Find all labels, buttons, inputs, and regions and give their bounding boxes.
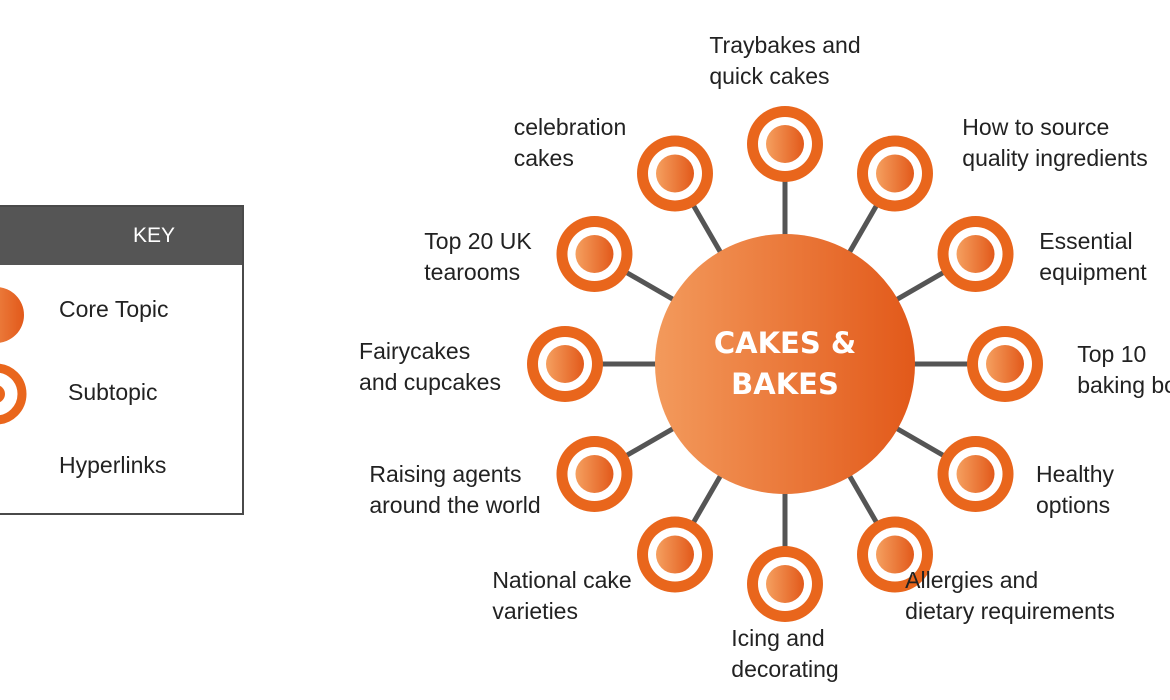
subtopic-label: Traybakes and quick cakes — [709, 30, 860, 92]
subtopic-ring-inner — [575, 455, 614, 493]
subtopic-label-line: celebration — [513, 114, 627, 140]
subtopic-label-line: Icing and — [731, 625, 825, 651]
subtopic-node — [937, 436, 1014, 512]
subtopic-label: Essential equipment — [1039, 226, 1146, 288]
subtopic-node — [556, 216, 633, 292]
subtopic-label-line: National cake — [492, 567, 632, 593]
subtopic-label-line: and cupcakes — [359, 369, 501, 395]
subtopic-label: Fairycakes and cupcakes — [359, 336, 501, 398]
subtopic-label-line: Fairycakes — [359, 338, 471, 364]
subtopic-label: Top 10 baking books — [1077, 339, 1170, 401]
subtopic-ring-icon — [0, 363, 27, 425]
subtopic-label-line: Traybakes and — [709, 32, 861, 58]
subtopic-ring-inner — [956, 455, 995, 493]
subtopic-label-line: Raising agents — [369, 461, 522, 487]
subtopic-label-line: Essential — [1039, 228, 1133, 254]
subtopic-ring-inner — [956, 235, 995, 273]
key-label-subtopic: Subtopic — [68, 379, 158, 405]
subtopic-ring-inner-icon — [0, 385, 5, 403]
subtopic-ring-inner — [656, 154, 694, 193]
subtopic-label-line: cakes — [513, 145, 574, 171]
subtopic-node — [747, 106, 823, 182]
core-topic-label: CAKES & BAKES — [714, 323, 856, 405]
subtopic-node — [527, 326, 603, 402]
key-legend: KEY Core Topic Subtopic Hyperlinks — [0, 205, 244, 515]
key-title: KEY — [0, 207, 242, 265]
subtopic-node — [556, 436, 633, 512]
subtopic-label: Icing and decorating — [731, 623, 838, 685]
subtopic-label: celebration cakes — [514, 112, 627, 174]
key-icons — [0, 287, 27, 425]
core-topic-circle — [655, 234, 915, 494]
subtopic-label-line: How to source — [962, 114, 1110, 140]
subtopic-label-line: quality ingredients — [962, 145, 1148, 171]
key-label-hyperlinks: Hyperlinks — [59, 452, 167, 478]
subtopic-label-line: Top 10 — [1077, 341, 1147, 367]
core-topic-circle-icon — [0, 287, 24, 343]
subtopic-label-line: varieties — [492, 598, 578, 624]
subtopic-ring-inner — [876, 154, 914, 193]
subtopic-ring-inner — [986, 345, 1024, 383]
subtopic-label: Healthy options — [1036, 459, 1114, 521]
subtopic-label-line: equipment — [1039, 259, 1147, 285]
subtopic-node — [967, 326, 1043, 402]
subtopic-node — [637, 516, 713, 593]
subtopic-label-line: Healthy — [1036, 461, 1114, 487]
subtopic-ring-inner — [575, 235, 614, 273]
key-label-core-topic: Core Topic — [59, 296, 169, 322]
subtopic-label-line: Allergies and — [905, 567, 1039, 593]
subtopic-label: Allergies and dietary requirements — [905, 565, 1115, 627]
core-topic-line-1: CAKES & — [713, 326, 857, 360]
subtopic-ring-inner — [876, 535, 914, 574]
subtopic-ring-inner — [546, 345, 584, 383]
subtopic-label-line: quick cakes — [709, 63, 830, 89]
subtopic-label: Raising agents around the world — [369, 459, 540, 521]
subtopic-node — [857, 135, 933, 212]
subtopic-label: National cake varieties — [492, 565, 631, 627]
core-topic-line-2: BAKES — [731, 367, 839, 401]
subtopic-ring-inner — [766, 565, 804, 603]
subtopic-ring-inner — [656, 535, 694, 574]
subtopic-label-line: dietary requirements — [905, 598, 1115, 624]
subtopic-label-line: baking books — [1077, 372, 1170, 398]
subtopic-node — [747, 546, 823, 622]
subtopic-label: Top 20 UK tearooms — [424, 226, 531, 288]
subtopic-node — [857, 516, 933, 593]
subtopic-label-line: options — [1036, 492, 1111, 518]
subtopic-label-line: tearooms — [424, 259, 521, 285]
subtopic-label-line: Top 20 UK — [424, 228, 532, 254]
subtopic-node — [637, 135, 713, 212]
subtopic-node — [937, 216, 1014, 292]
subtopic-label: How to source quality ingredients — [962, 112, 1147, 174]
subtopic-ring-inner — [766, 125, 804, 163]
subtopic-label-line: around the world — [369, 492, 541, 518]
subtopic-label-line: decorating — [731, 656, 839, 682]
